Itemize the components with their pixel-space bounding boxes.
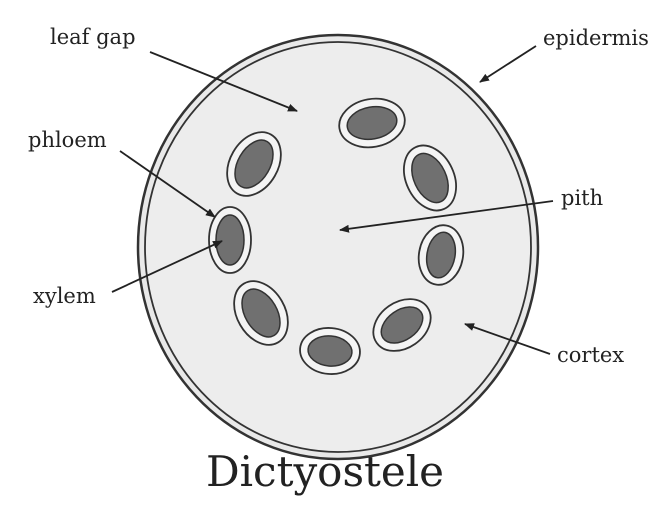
xylem-label: xylem: [33, 284, 96, 308]
phloem-label: phloem: [28, 128, 107, 152]
vascular-bundle: [209, 207, 251, 273]
epidermis-label: epidermis: [543, 26, 648, 50]
xylem-core: [216, 215, 244, 265]
cortex-label: cortex: [557, 343, 624, 367]
cortex-region: [145, 42, 531, 452]
diagram-title: Dictyostele: [206, 447, 444, 496]
pith-label: pith: [561, 186, 603, 210]
leaf-gap-label: leaf gap: [50, 25, 136, 49]
epidermis-arrow: [480, 46, 536, 82]
